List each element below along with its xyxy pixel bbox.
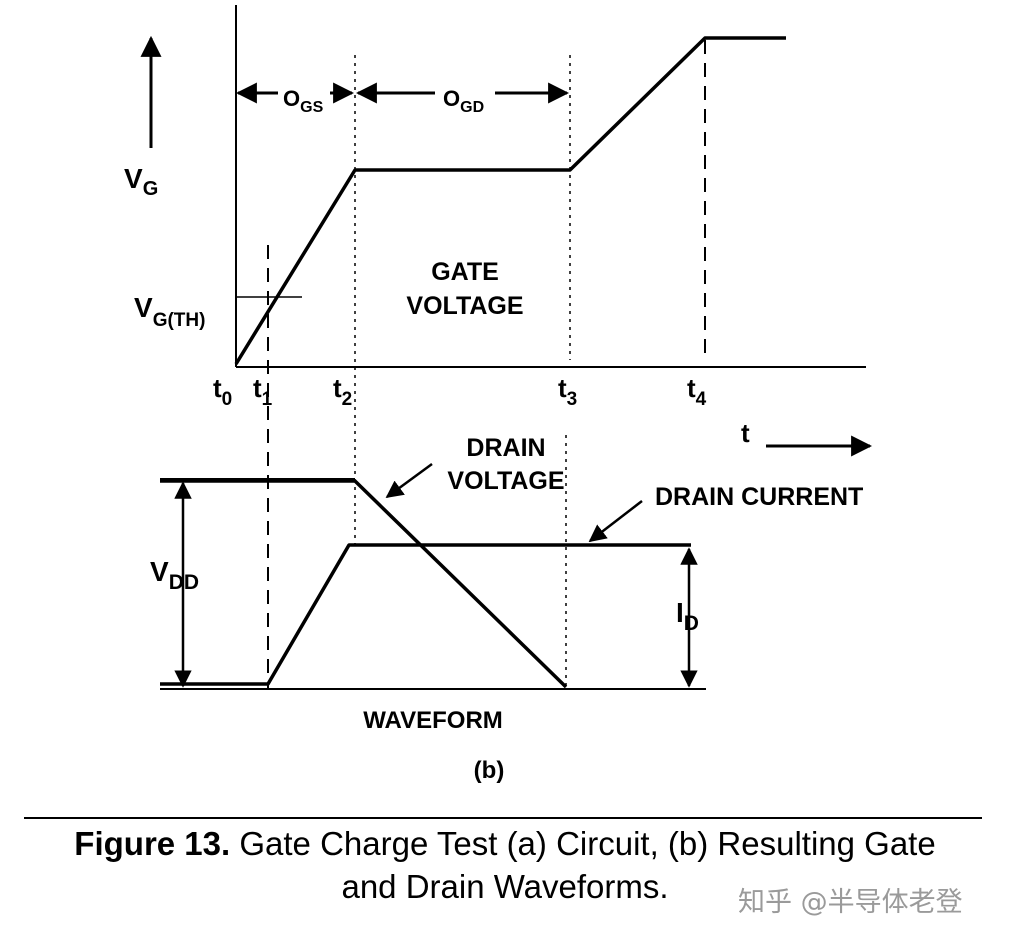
figure-number: Figure 13. xyxy=(74,825,231,862)
vg-label: VG xyxy=(124,163,158,200)
id-label: ID xyxy=(676,597,699,635)
drain-current-curve xyxy=(160,543,691,686)
figure-caption: Figure 13. Gate Charge Test (a) Circuit,… xyxy=(0,822,1010,908)
panel-label: (b) xyxy=(474,757,505,784)
gate-voltage-label-line2: VOLTAGE xyxy=(406,292,523,320)
t1-label: t1 xyxy=(253,373,273,410)
t3-label: t3 xyxy=(558,373,577,410)
caption-line1: Figure 13. Gate Charge Test (a) Circuit,… xyxy=(0,822,1010,865)
waveform-label: WAVEFORM xyxy=(363,707,503,734)
drain-voltage-curve xyxy=(160,479,568,689)
qgd-label: OGD xyxy=(443,86,484,116)
qgs-label: OGS xyxy=(283,86,324,116)
gate-charge-waveform-diagram: VG VG(TH) OGS OGD GATE VOLTAGE t0 t1 t2 … xyxy=(124,5,873,784)
drain-current-label: DRAIN CURRENT xyxy=(655,483,863,511)
gate-voltage-curve xyxy=(234,36,786,365)
t2-label: t2 xyxy=(333,373,352,410)
t-axis-label: t xyxy=(741,418,750,448)
caption-line1-text: Gate Charge Test (a) Circuit, (b) Result… xyxy=(230,825,936,862)
drain-voltage-label-line2: VOLTAGE xyxy=(447,467,564,495)
watermark: 知乎 @半导体老登 xyxy=(738,887,963,918)
t4-label: t4 xyxy=(687,373,707,410)
caption-divider xyxy=(24,817,982,819)
gate-voltage-label-line1: GATE xyxy=(431,258,499,286)
vdd-label: VDD xyxy=(150,556,199,594)
caption-line2: and Drain Waveforms. xyxy=(341,868,669,905)
vgth-label: VG(TH) xyxy=(134,292,205,331)
drain-voltage-label-line1: DRAIN xyxy=(466,434,545,462)
t0-label: t0 xyxy=(213,373,232,410)
drain-current-pointer xyxy=(588,500,643,543)
drain-voltage-pointer xyxy=(385,462,433,499)
